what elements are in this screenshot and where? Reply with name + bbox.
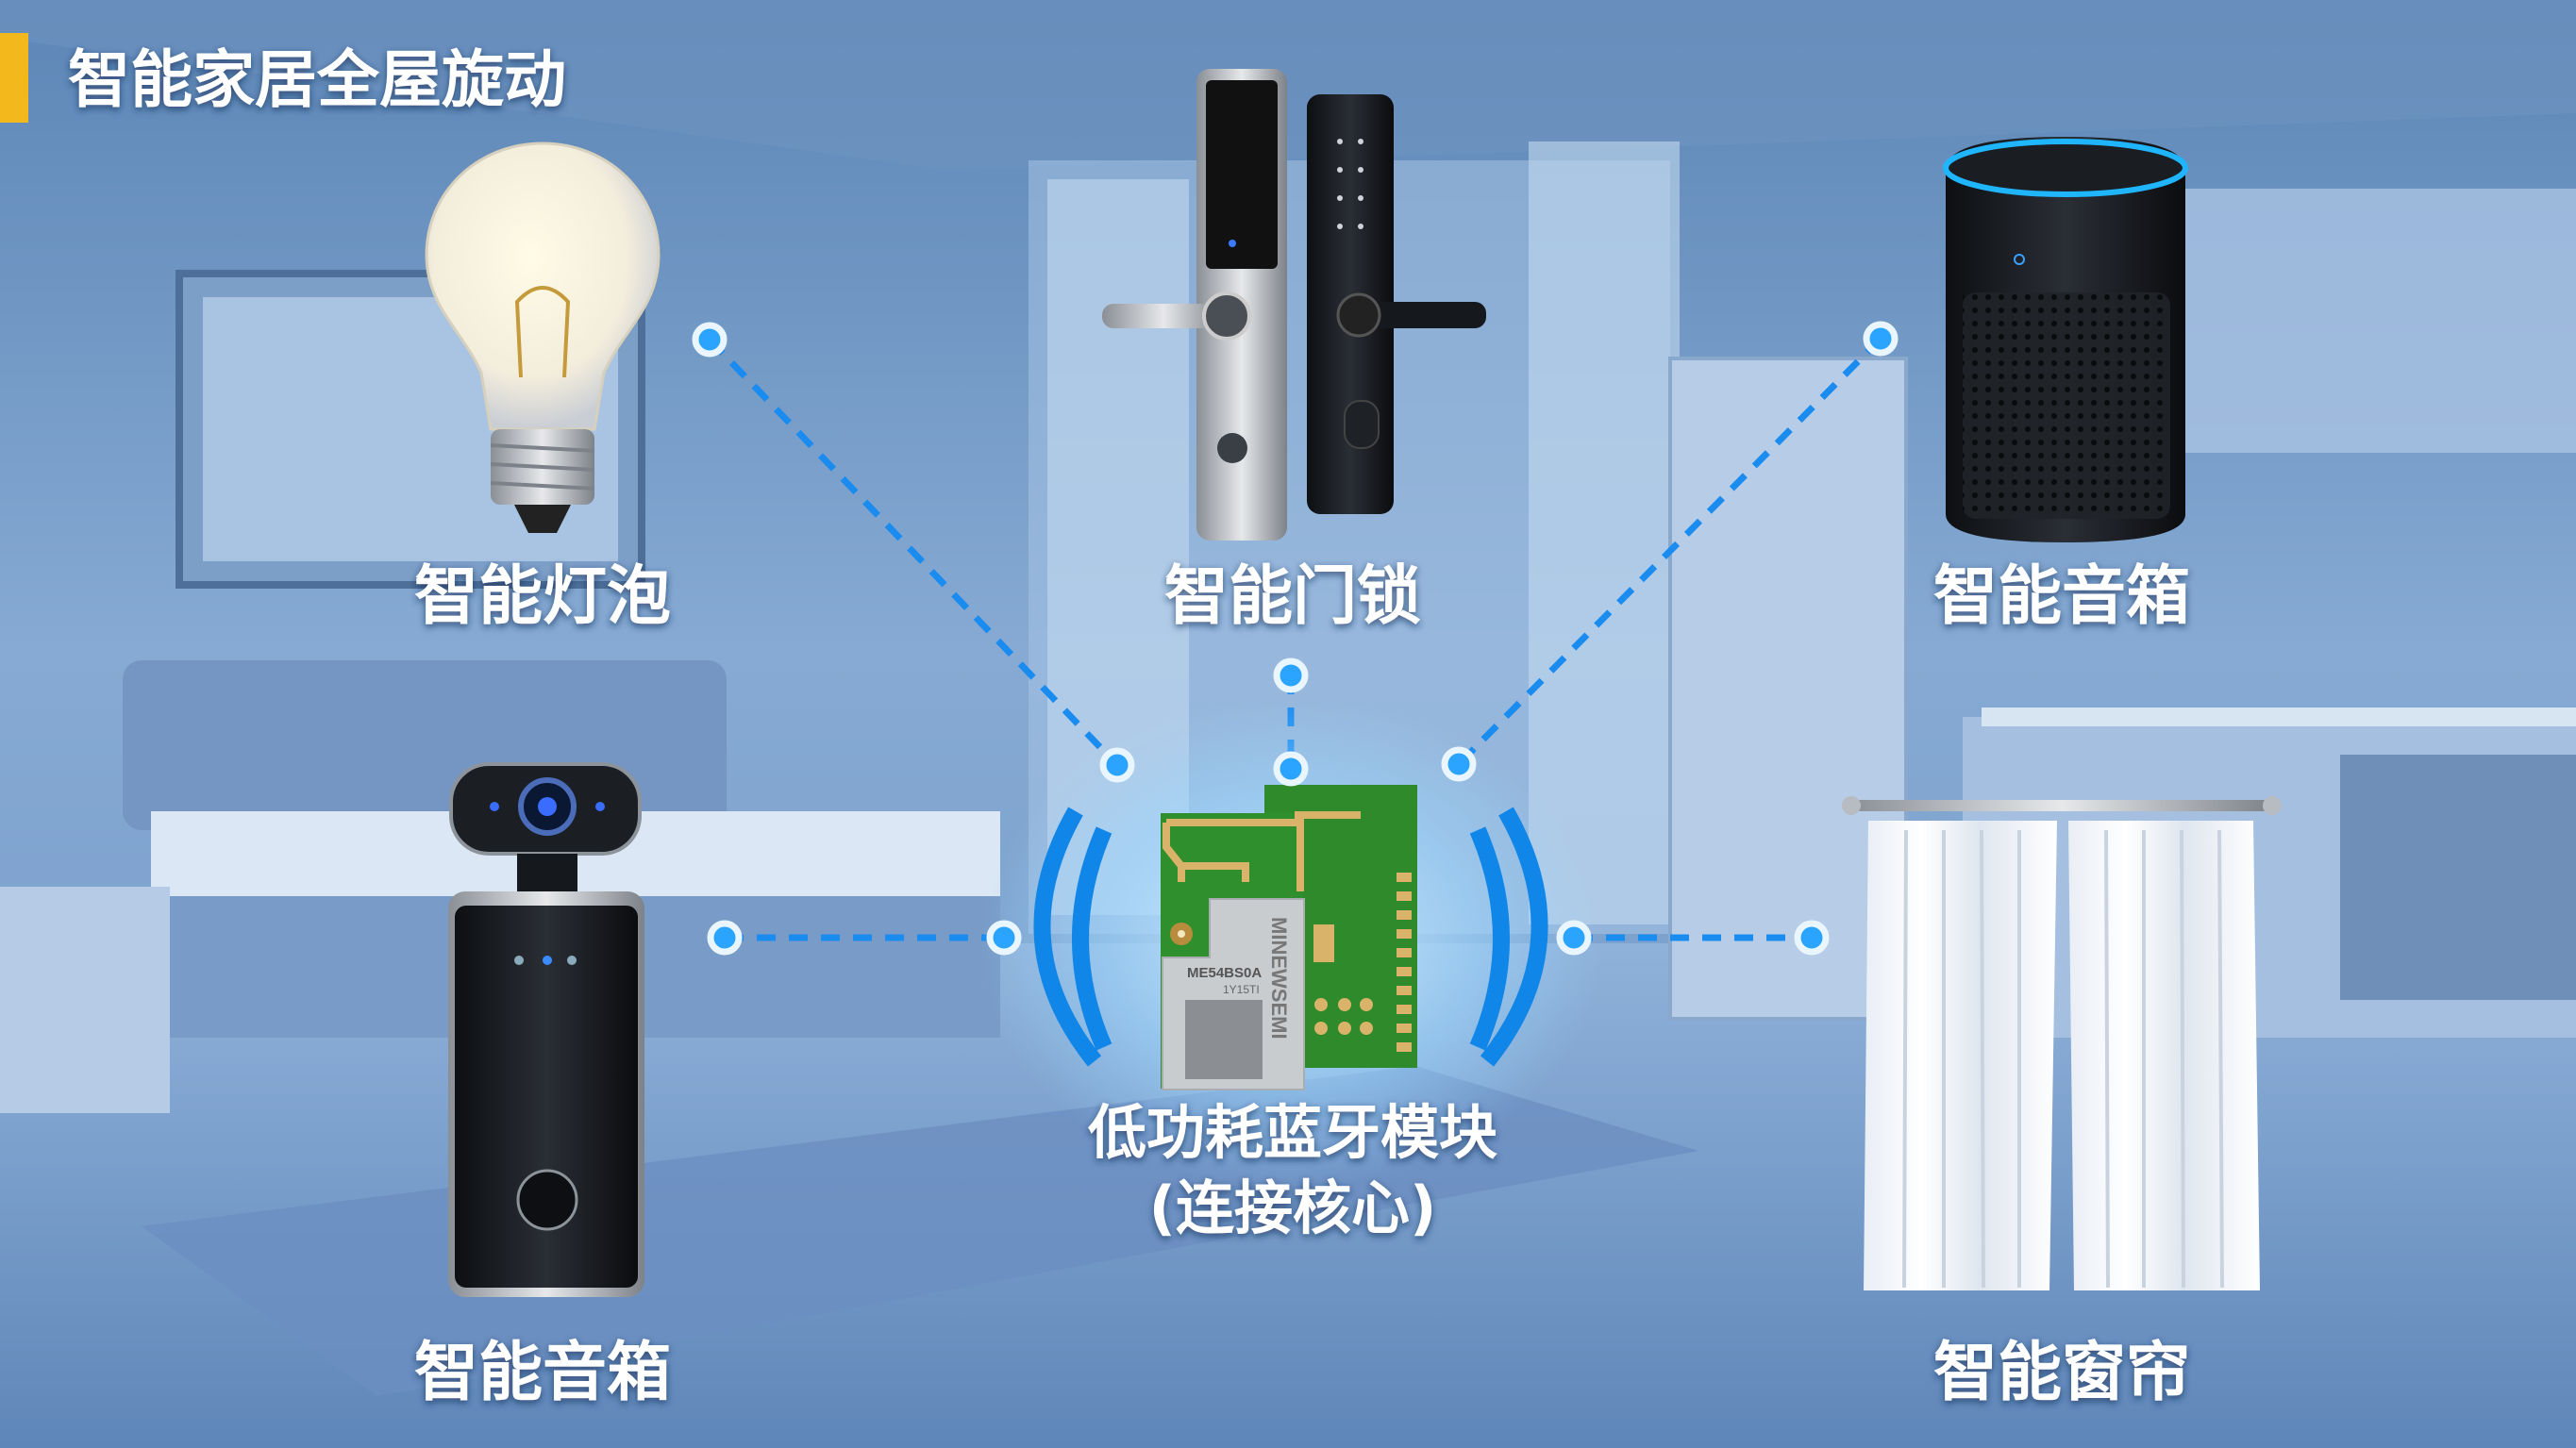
- link-bulb: [707, 337, 1120, 768]
- bulb-label: 智能灯泡: [414, 559, 671, 634]
- module-label: 低功耗蓝牙模块: [1088, 1098, 1497, 1167]
- camera-label: 智能音箱: [414, 1336, 671, 1410]
- node-dot: [692, 322, 728, 358]
- signal-waves-left-icon: [1033, 807, 1112, 1067]
- node-dot: [1556, 920, 1592, 956]
- light-bulb-icon: [425, 141, 661, 533]
- node-dot: [1441, 746, 1477, 782]
- chip-model-text: ME54BS0A: [1187, 965, 1262, 981]
- page-title: 智能家居全屋旋动: [68, 43, 566, 116]
- curtain-label: 智能窗帘: [1933, 1336, 2190, 1410]
- signal-waves-right-icon: [1469, 807, 1548, 1067]
- node-dot: [1863, 321, 1899, 357]
- qr-code-icon: [1185, 1000, 1263, 1079]
- connection-nodes: [692, 321, 1899, 956]
- ble-module: ME54BS0A 1Y15TI MINEWSEMI: [1161, 785, 1417, 1090]
- node-dot: [1099, 747, 1135, 783]
- link-speaker: [1456, 336, 1883, 767]
- curtain-icon: [1842, 796, 2282, 1290]
- node-dot: [986, 920, 1022, 956]
- title-accent-bar: [0, 33, 28, 123]
- door-lock-icon: [1102, 69, 1486, 541]
- node-dot: [1273, 657, 1309, 693]
- node-dot: [1794, 920, 1830, 956]
- smart-speaker-icon: [1943, 137, 2188, 542]
- camera-icon: [448, 762, 644, 1297]
- module-sublabel: (连接核心): [1149, 1173, 1437, 1242]
- chip-brand-text: MINEWSEMI: [1267, 917, 1291, 1040]
- node-dot: [1273, 751, 1309, 787]
- door-lock-label: 智能门锁: [1164, 559, 1421, 634]
- node-dot: [707, 920, 743, 956]
- chip-code-text: 1Y15TI: [1223, 983, 1260, 996]
- smart-speaker-label: 智能音箱: [1933, 559, 2190, 634]
